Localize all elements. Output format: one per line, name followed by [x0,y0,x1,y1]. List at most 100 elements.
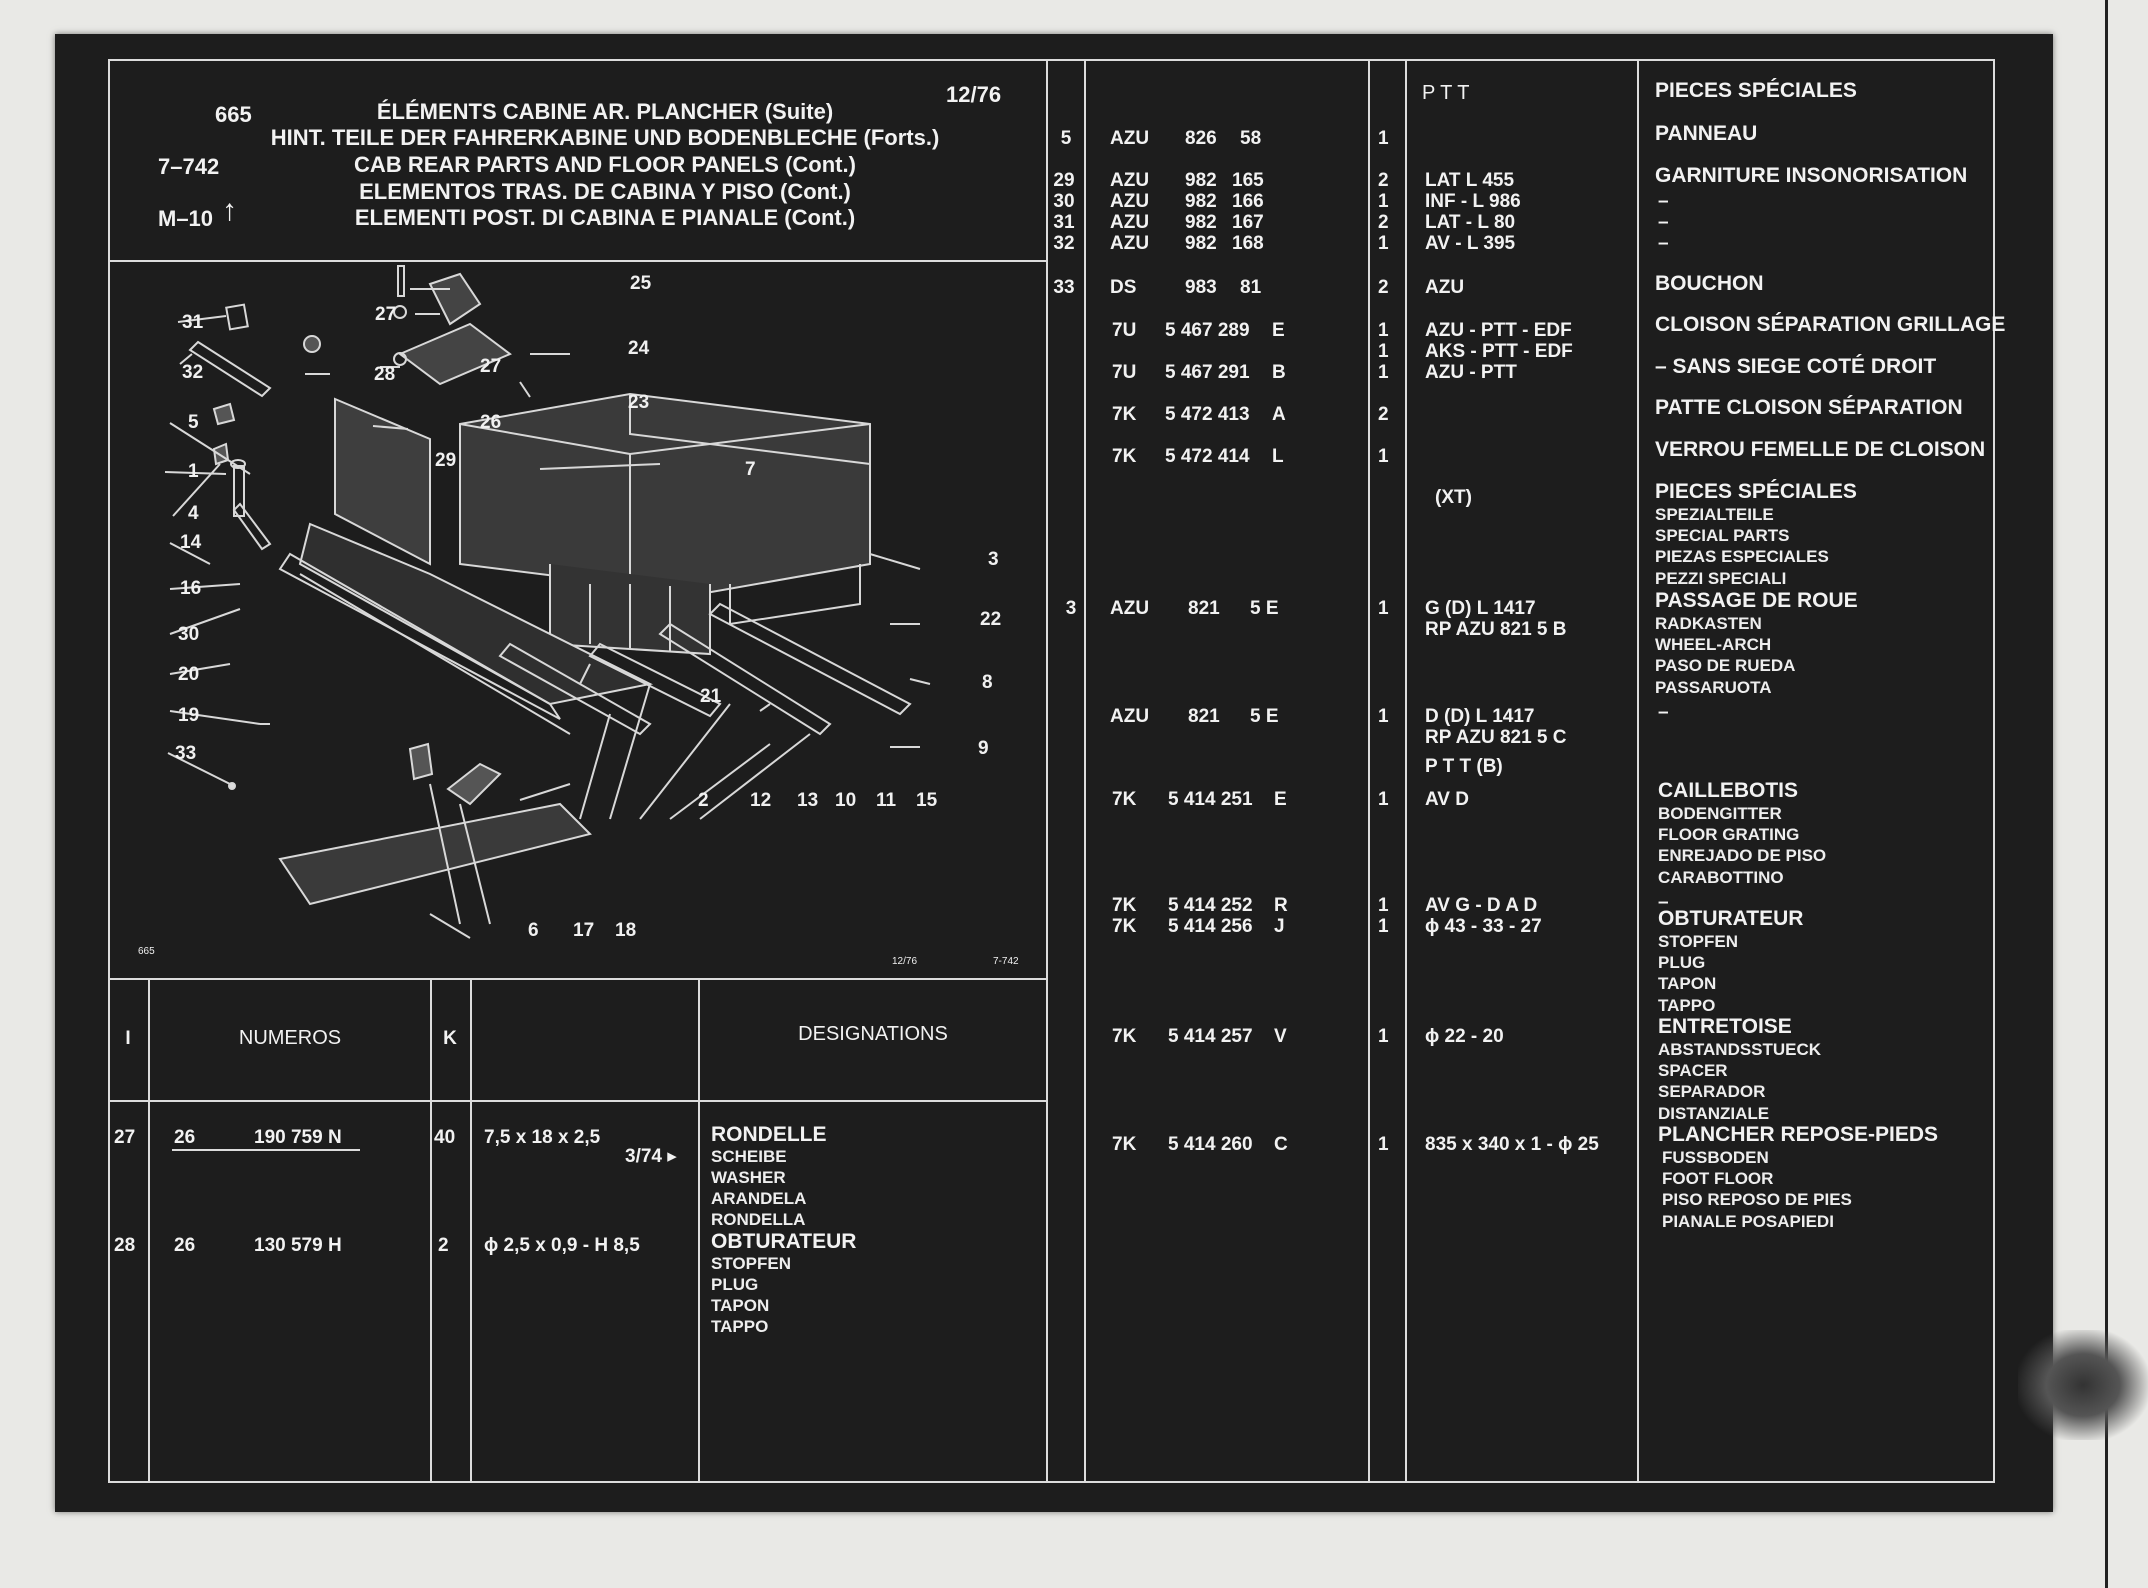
right-head-ptt: P T T [1422,82,1470,104]
blk4-en: SPACER [1658,1061,1728,1080]
callout-27b: 27 [480,356,501,377]
title-de: HINT. TEILE DER FAHRERKABINE UND BODENBL… [270,125,940,150]
col-head-k: K [443,1028,457,1049]
callout-15: 15 [916,790,938,811]
blk1-de: RADKASTEN [1655,614,1762,633]
blk2-es: ENREJADO DE PISO [1658,846,1827,865]
callout-14: 14 [180,532,202,553]
scan-edge-line [2105,0,2108,1588]
rr-9-k: 2 [1378,404,1389,425]
callout-4: 4 [188,503,199,524]
rr-3-a: AZU [1110,212,1150,233]
rr-12-k: 1 [1378,706,1389,727]
left-row-28-desig-it: TAPPO [711,1317,769,1336]
left-row-27-a: 26 [174,1127,196,1148]
rr-4-c: 168 [1232,233,1264,254]
blk3-en: PLUG [1658,953,1706,972]
rr-10-a: 7K [1112,446,1137,467]
rr-1-c: 165 [1232,170,1264,191]
left-row-27-note: 3/74 ▸ [625,1146,677,1167]
callout-17: 17 [573,920,594,941]
callout-2: 2 [698,790,709,811]
divider-left-dim [470,978,472,1483]
rr-6-k: 1 [1378,320,1389,341]
ref-m-10: M–10 [158,206,214,231]
scan-smudge [2018,1330,2148,1440]
blk0-en: SPECIAL PARTS [1655,526,1790,545]
blk3-es: TAPON [1658,974,1717,993]
right-rp-d: RP AZU 821 5 C [1425,727,1567,748]
blk0-fr: PIECES SPÉCIALES [1655,480,1857,503]
rr-12-a: AZU [1110,706,1150,727]
rr-16-spec: ϕ 22 - 20 [1425,1026,1504,1047]
left-row-28-desig-fr: OBTURATEUR [711,1230,857,1253]
rr-14-spec: AV G - D A D [1425,895,1538,916]
blk3-it: TAPPO [1658,996,1716,1015]
rr-16-a: 7K [1112,1026,1137,1047]
left-row-28-a: 26 [174,1235,196,1256]
rr-8-spec: AZU - PTT [1425,362,1517,383]
rr-17-c: C [1274,1134,1288,1155]
up-arrow-icon: ↑ [222,194,237,227]
rr-11-b: 821 [1188,598,1220,619]
rr-16-b: 5 414 257 [1168,1026,1253,1047]
rr-1-desig: GARNITURE INSONORISATION [1655,164,1968,187]
left-row-27-desig-it: RONDELLA [711,1210,806,1229]
callout-7: 7 [745,459,756,480]
rr-16-c: V [1274,1026,1287,1047]
callout-9: 9 [978,738,989,759]
right-xt: (XT) [1435,487,1472,508]
rr-8-desig: – SANS SIEGE COTÉ DROIT [1655,355,1937,378]
left-row-27-k: 40 [434,1127,456,1148]
left-row-28-i: 28 [114,1235,136,1256]
rr-2-spec: INF - L 986 [1425,191,1521,212]
divider-right-desig [1637,59,1639,1483]
rr-8-a: 7U [1112,362,1137,383]
rr-16-k: 1 [1378,1026,1389,1047]
diagram-bottom-line [108,978,1046,980]
rr-3-k: 2 [1378,212,1389,233]
rr-9-desig: PATTE CLOISON SÉPARATION [1655,396,1963,419]
table-head-bottom-line [108,1100,1046,1102]
rr-0-a: AZU [1110,128,1150,149]
diagram-corner-date: 12/76 [892,956,917,967]
sheet-date: 12/76 [946,82,1002,107]
ref-7-742: 7–742 [158,154,220,179]
rr-2-i: 30 [1053,191,1075,212]
rr-4-k: 1 [1378,233,1389,254]
rr-5-a: DS [1110,277,1137,298]
right-head-panneau: PANNEAU [1655,122,1758,145]
rr-12-b: 821 [1188,706,1220,727]
rr-17-b: 5 414 260 [1168,1134,1253,1155]
rr-5-i: 33 [1053,277,1075,298]
divider-right-k [1368,59,1370,1483]
rr-15-a: 7K [1112,916,1137,937]
title-fr: ÉLÉMENTS CABINE AR. PLANCHER (Suite) [376,99,834,124]
rr-5-k: 2 [1378,277,1389,298]
rr-10-c: L [1272,446,1284,467]
left-row-28-k: 2 [438,1235,449,1256]
callout-32: 32 [182,362,203,383]
blk3-de: STOPFEN [1658,932,1738,951]
rr-11-i: 3 [1065,598,1077,619]
callout-13: 13 [797,790,818,811]
rr-7-spec: AKS - PTT - EDF [1425,341,1573,362]
blk1-es: PASO DE RUEDA [1655,656,1796,675]
rr-13-spec: AV D [1425,789,1469,810]
divider-left-i [148,978,150,1483]
rr-4-spec: AV - L 395 [1425,233,1516,254]
right-head-pieces: PIECES SPÉCIALES [1655,79,1857,102]
blk5-it: PIANALE POSAPIEDI [1662,1212,1834,1231]
callout-6: 6 [528,920,539,941]
left-row-27-i: 27 [114,1127,136,1148]
col-head-i: I [125,1028,131,1049]
blk2-it: CARABOTTINO [1658,868,1784,887]
rr-13-b: 5 414 251 [1168,789,1253,810]
blk3-fr: OBTURATEUR [1658,907,1804,930]
left-row-27-underline [172,1149,360,1151]
rr-4-i: 32 [1053,233,1075,254]
callout-27a: 27 [375,304,396,325]
callout-23: 23 [628,392,649,413]
title-es: ELEMENTOS TRAS. DE CABINA Y PISO (Cont.) [359,179,851,204]
left-row-28-desig-en: PLUG [711,1275,759,1294]
